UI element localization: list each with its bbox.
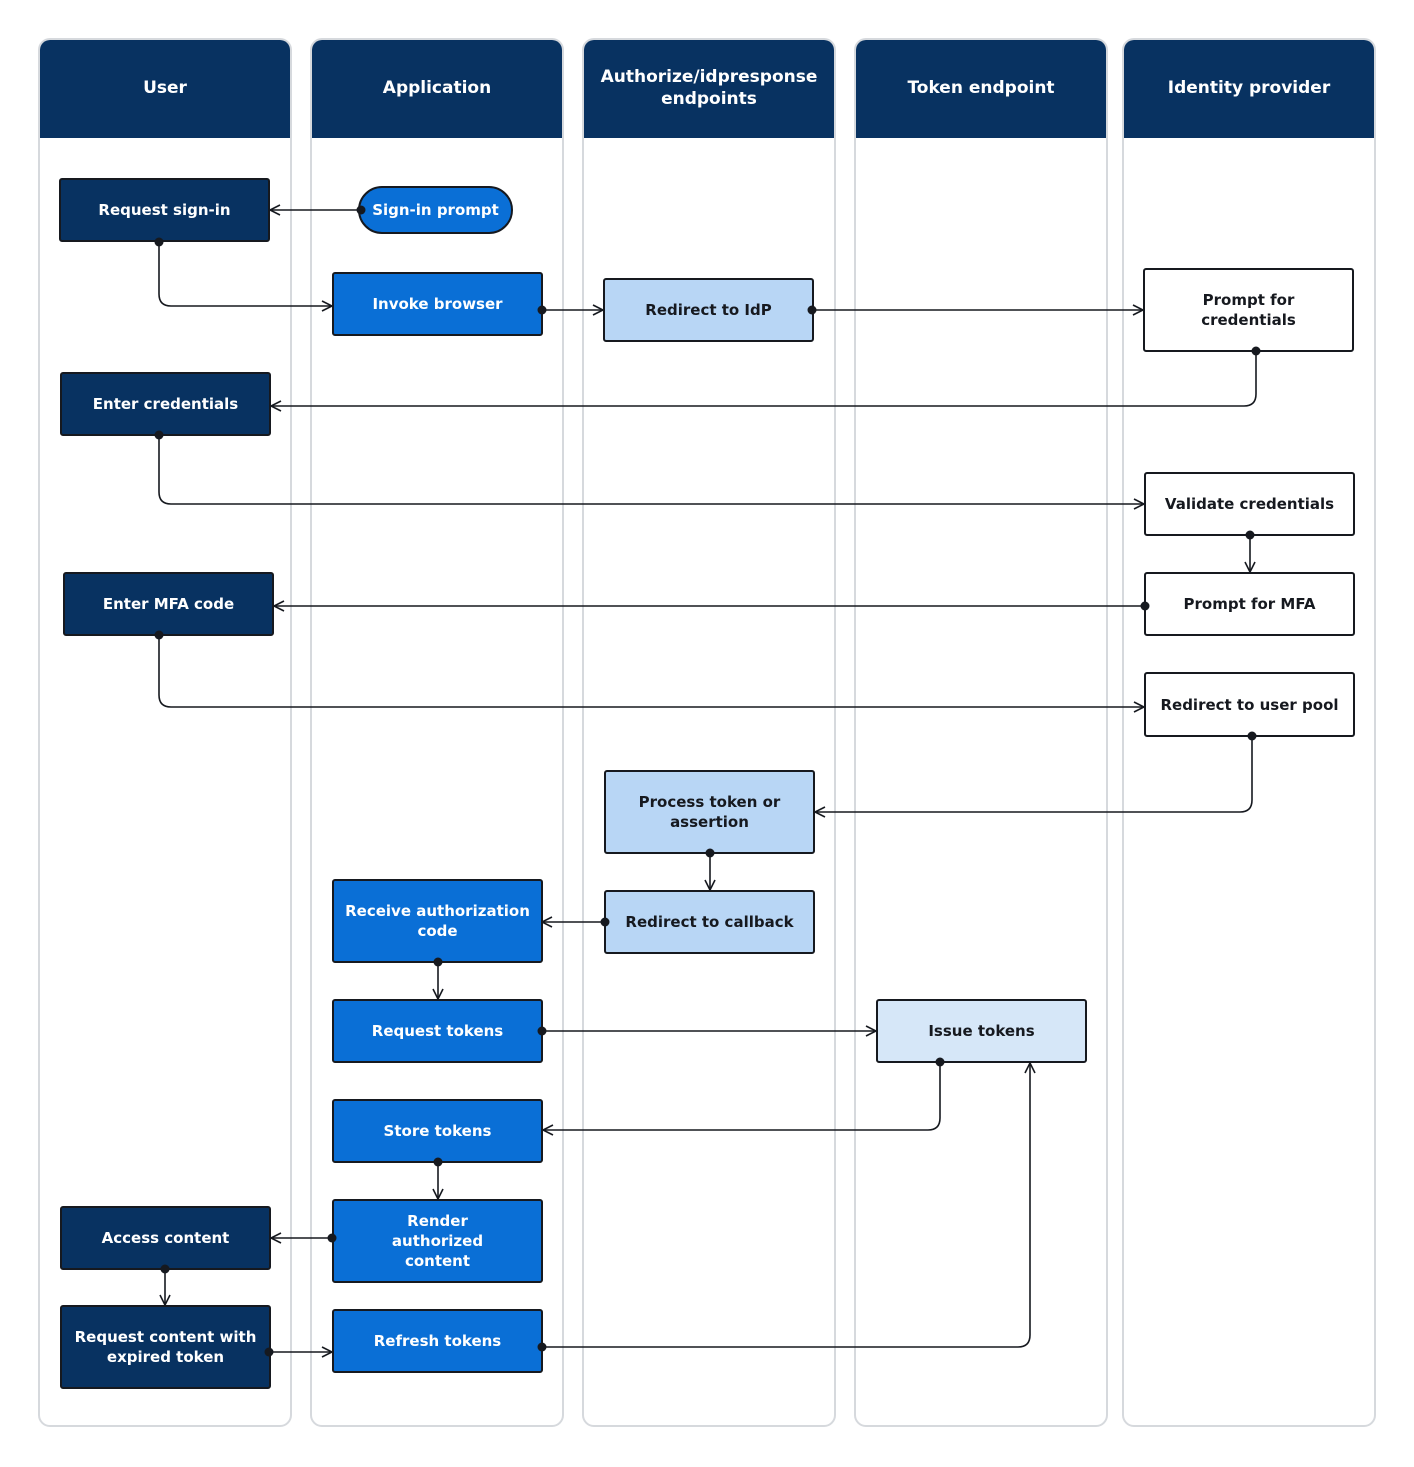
step-validate-credentials: Validate credentials bbox=[1144, 472, 1355, 536]
step-refresh-tokens: Refresh tokens bbox=[332, 1309, 543, 1373]
lane-header-identity-provider: Identity provider bbox=[1124, 40, 1374, 138]
step-enter-credentials: Enter credentials bbox=[60, 372, 271, 436]
step-receive-authorization-code: Receive authorization code bbox=[332, 879, 543, 963]
step-request-content-expired-token: Request content with expired token bbox=[60, 1305, 271, 1389]
step-request-sign-in: Request sign-in bbox=[59, 178, 270, 242]
step-prompt-for-credentials: Prompt for credentials bbox=[1143, 268, 1354, 352]
step-sign-in-prompt: Sign-in prompt bbox=[358, 186, 513, 234]
lane-authorize: Authorize/idpresponse endpoints bbox=[582, 38, 836, 1427]
lane-token-endpoint: Token endpoint bbox=[854, 38, 1108, 1427]
lane-header-token-endpoint: Token endpoint bbox=[856, 40, 1106, 138]
step-store-tokens: Store tokens bbox=[332, 1099, 543, 1163]
step-redirect-to-callback: Redirect to callback bbox=[604, 890, 815, 954]
step-request-tokens: Request tokens bbox=[332, 999, 543, 1063]
step-redirect-to-idp: Redirect to IdP bbox=[603, 278, 814, 342]
lane-application: Application bbox=[310, 38, 564, 1427]
step-prompt-for-mfa: Prompt for MFA bbox=[1144, 572, 1355, 636]
step-process-token-or-assertion: Process token or assertion bbox=[604, 770, 815, 854]
step-render-authorized-content: Render authorized content bbox=[332, 1199, 543, 1283]
lane-header-application: Application bbox=[312, 40, 562, 138]
step-redirect-to-user-pool: Redirect to user pool bbox=[1144, 672, 1355, 737]
lane-header-user: User bbox=[40, 40, 290, 138]
lane-header-authorize: Authorize/idpresponse endpoints bbox=[584, 40, 834, 138]
step-access-content: Access content bbox=[60, 1206, 271, 1270]
step-invoke-browser: Invoke browser bbox=[332, 272, 543, 336]
step-enter-mfa-code: Enter MFA code bbox=[63, 572, 274, 636]
step-issue-tokens: Issue tokens bbox=[876, 999, 1087, 1063]
